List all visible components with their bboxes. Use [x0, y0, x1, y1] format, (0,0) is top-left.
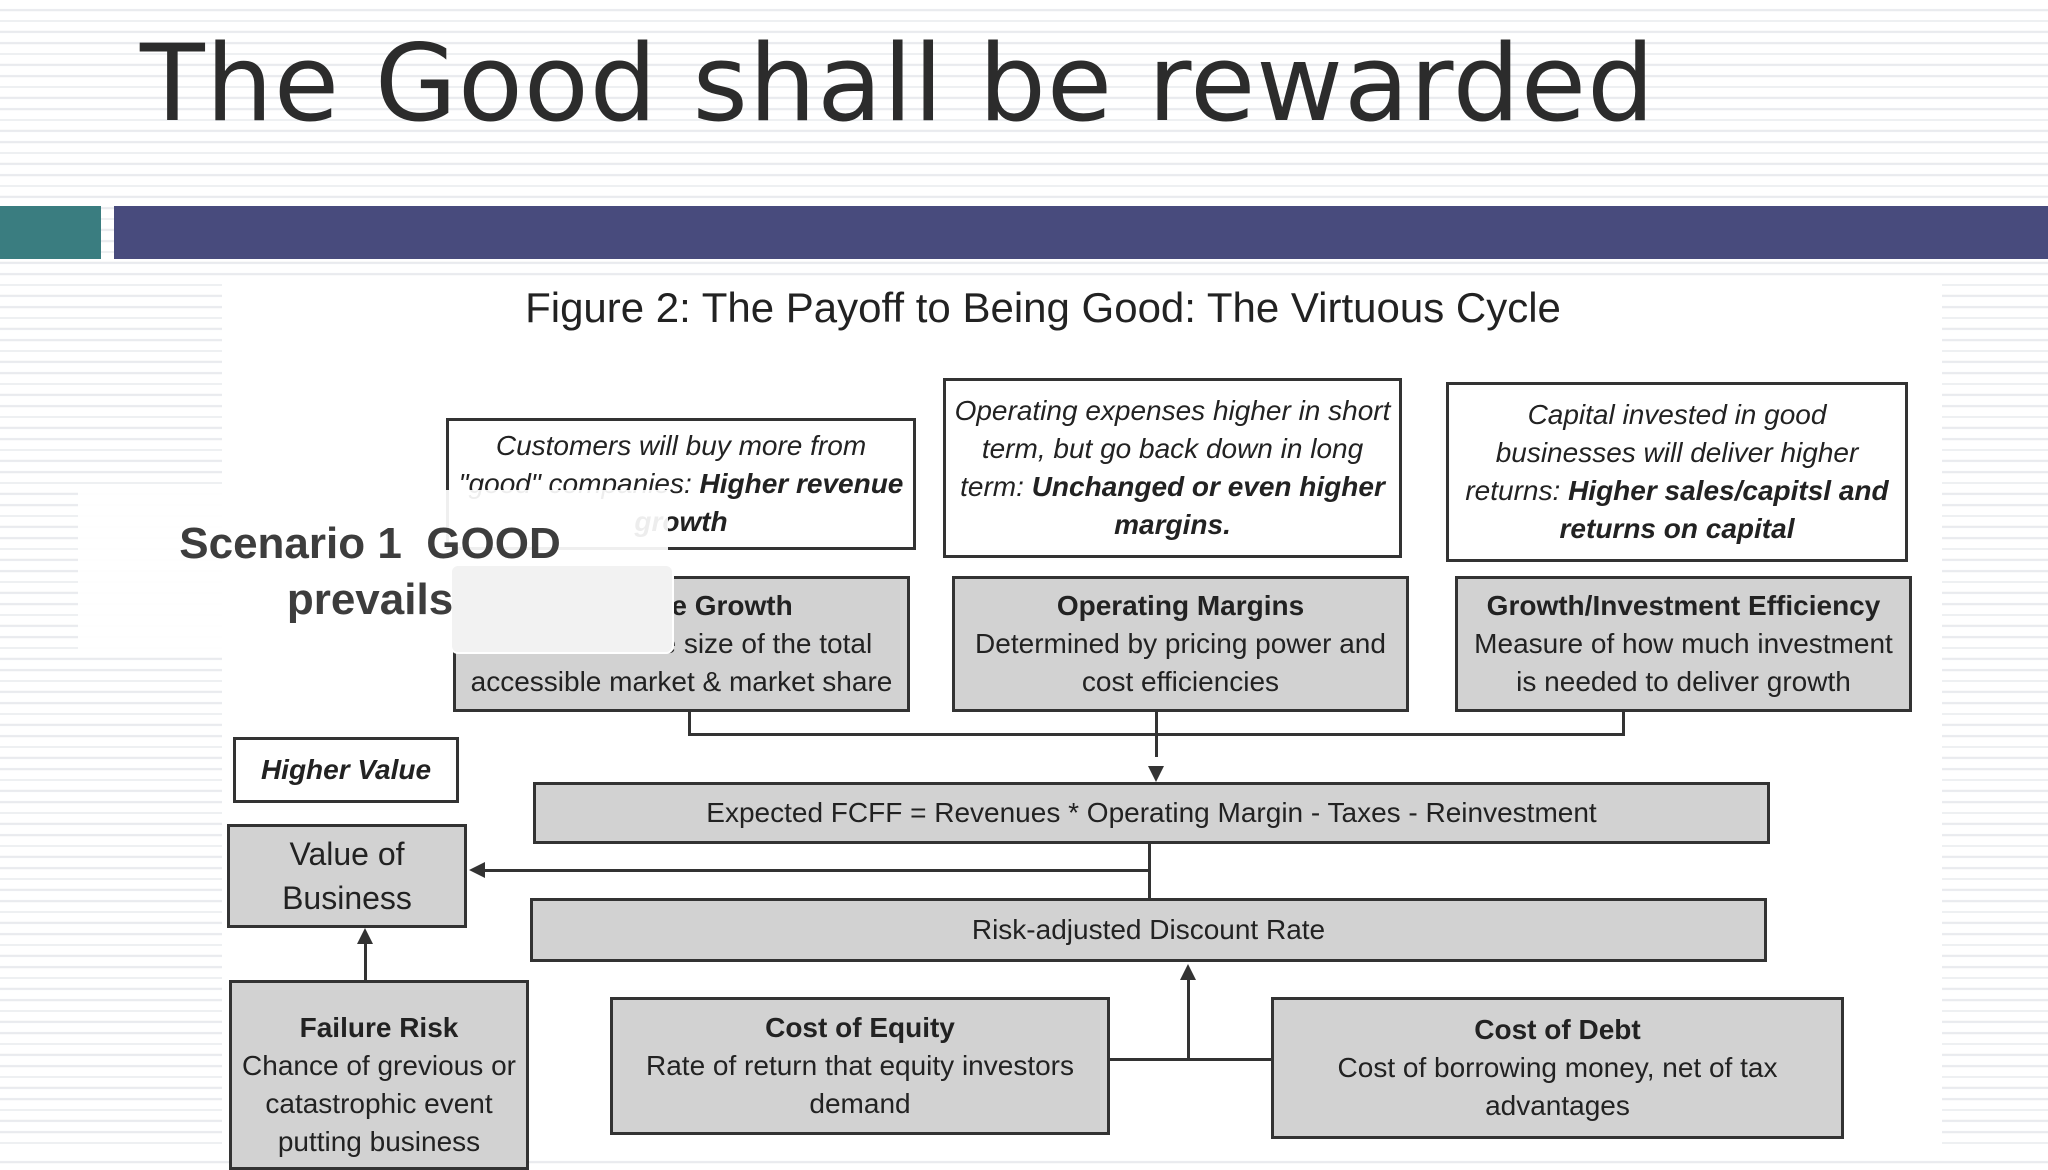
- fcff-text: Expected FCFF = Revenues * Operating Mar…: [706, 797, 1597, 828]
- note-opex: Operating expenses higher in short term,…: [943, 378, 1402, 558]
- note-opex-bold: Unchanged or even higher margins.: [1031, 471, 1385, 540]
- operating-margins-heading: Operating Margins: [1056, 590, 1305, 621]
- growth-efficiency-heading: Growth/Investment Efficiency: [1486, 590, 1881, 621]
- box-failure-risk: Failure Risk Chance of grevious or catas…: [229, 980, 529, 1170]
- cost-of-equity-desc: Rate of return that equity investors dem…: [646, 1050, 1074, 1119]
- arrow-to-discount: [1180, 964, 1196, 980]
- scenario-label: Scenario 1 GOOD prevails: [179, 519, 561, 624]
- note-opex-text: Operating expenses higher in short term,…: [954, 395, 1391, 502]
- failure-risk-heading: Failure Risk: [299, 1012, 459, 1043]
- note-capital-text: Capital invested in good businesses will…: [1465, 399, 1859, 506]
- value-of-business-text: Value of Business: [282, 836, 412, 916]
- scenario-overlay-patch: [450, 564, 674, 654]
- connector-fcff-to-value-h: [485, 869, 1151, 872]
- growth-efficiency-desc: Measure of how much investment is needed…: [1474, 628, 1893, 697]
- connector-margins-down: [1155, 712, 1158, 736]
- box-cost-of-debt: Cost of Debt Cost of borrowing money, ne…: [1271, 997, 1844, 1139]
- connector-revenue-down: [688, 712, 691, 736]
- cost-of-debt-desc: Cost of borrowing money, net of tax adva…: [1337, 1052, 1778, 1121]
- slide-title: The Good shall be rewarded: [140, 22, 1656, 145]
- box-value-of-business: Value of Business: [227, 824, 467, 928]
- figure-title: Figure 2: The Payoff to Being Good: The …: [525, 284, 1561, 331]
- connector-equity-debt: [1110, 1058, 1271, 1061]
- connector-efficiency-down: [1622, 712, 1625, 736]
- note-capital-bold: Higher sales/capitsl and returns on capi…: [1559, 475, 1889, 544]
- note-capital: Capital invested in good businesses will…: [1446, 382, 1908, 562]
- failure-risk-desc: Chance of grevious or catastrophic event…: [242, 1050, 516, 1157]
- higher-value-text: Higher Value: [260, 754, 432, 785]
- cost-of-debt-heading: Cost of Debt: [1474, 1014, 1641, 1045]
- operating-margins-desc: Determined by pricing power and cost eff…: [975, 628, 1386, 697]
- box-growth-efficiency: Growth/Investment Efficiency Measure of …: [1455, 576, 1912, 712]
- connector-to-fcff: [1155, 733, 1158, 757]
- box-discount-rate: Risk-adjusted Discount Rate: [530, 898, 1767, 962]
- arrow-risk-to-value: [357, 928, 373, 944]
- arrow-to-value: [469, 862, 485, 878]
- accent-bar-teal: [0, 206, 101, 259]
- box-fcff: Expected FCFF = Revenues * Operating Mar…: [533, 782, 1770, 844]
- connector-to-discount: [1187, 976, 1190, 1060]
- cost-of-equity-heading: Cost of Equity: [765, 1012, 955, 1043]
- box-cost-of-equity: Cost of Equity Rate of return that equit…: [610, 997, 1110, 1135]
- arrow-to-fcff: [1148, 766, 1164, 782]
- note-higher-value: Higher Value: [233, 737, 459, 803]
- accent-bar-navy: [114, 206, 2048, 259]
- discount-rate-text: Risk-adjusted Discount Rate: [971, 914, 1326, 945]
- connector-risk-up: [364, 942, 367, 982]
- connector-fcff-to-value-v: [1148, 844, 1151, 900]
- box-operating-margins: Operating Margins Determined by pricing …: [952, 576, 1409, 712]
